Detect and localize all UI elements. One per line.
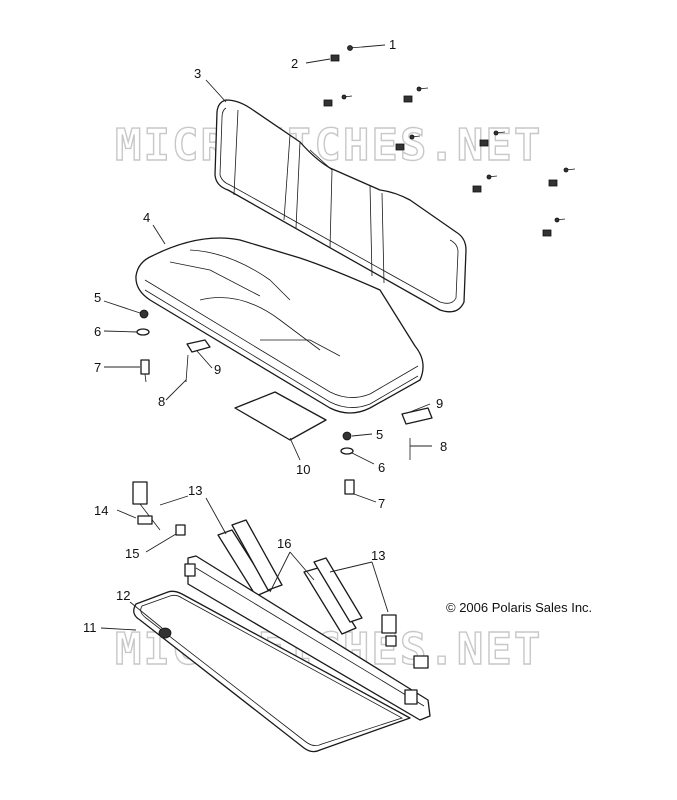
callout-12: 12	[116, 588, 130, 603]
callout-9-right: 9	[436, 396, 443, 411]
callout-13-left: 13	[188, 483, 202, 498]
callout-9-left: 9	[214, 362, 221, 377]
seat-back	[214, 99, 467, 313]
callout-13-right: 13	[371, 548, 385, 563]
callout-16: 16	[277, 536, 291, 551]
callout-3: 3	[194, 66, 201, 81]
seat-cushion	[135, 237, 424, 414]
callout-8-left: 8	[158, 394, 165, 409]
callout-6-left: 6	[94, 324, 101, 339]
callout-1: 1	[389, 37, 396, 52]
hardware-group-back	[323, 45, 576, 237]
callout-14: 14	[94, 503, 108, 518]
callout-4: 4	[143, 210, 150, 225]
seat-pad	[234, 391, 327, 441]
leader-lines	[100, 44, 432, 631]
callout-15: 15	[125, 546, 139, 561]
hardware-left	[136, 309, 211, 383]
callout-7-left: 7	[94, 360, 101, 375]
callout-6-right: 6	[378, 460, 385, 475]
seat-frame	[133, 555, 431, 753]
callout-7-right: 7	[378, 496, 385, 511]
callout-2: 2	[291, 56, 298, 71]
callout-5-right: 5	[376, 427, 383, 442]
seat-belts	[132, 481, 429, 669]
callout-10: 10	[296, 462, 310, 477]
copyright-notice: © 2006 Polaris Sales Inc.	[446, 600, 592, 615]
watermark-top: MICROFICHES.NET	[115, 120, 542, 171]
callout-8-right: 8	[440, 439, 447, 454]
callout-5-left: 5	[94, 290, 101, 305]
callout-labels: 1 2 3 4 5 6 7 9 8 9 5 10 8 6 7 13 14 15 …	[83, 37, 447, 635]
hardware-right	[340, 407, 433, 495]
callout-11: 11	[83, 620, 97, 635]
